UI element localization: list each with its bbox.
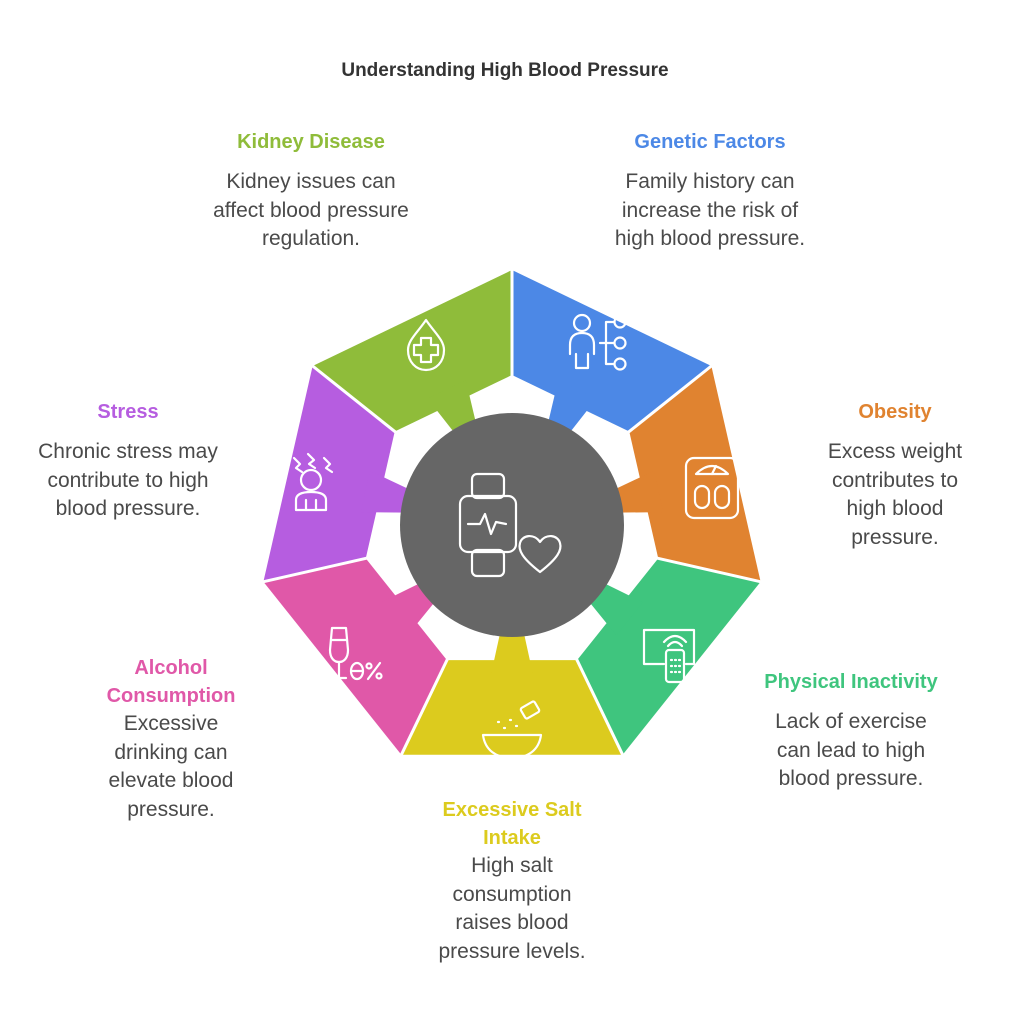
wine-glass-icon [328, 626, 383, 681]
segment-separator [574, 657, 625, 758]
label-kidney-desc: Kidney issues can affect blood pressure … [213, 170, 409, 250]
salt-bowl-icon [481, 700, 543, 760]
segment-stress [263, 366, 395, 582]
label-stress: Stress Chronic stress may contribute to … [28, 398, 228, 524]
connector-kidney [427, 380, 477, 437]
segment-separator [261, 556, 369, 584]
label-inactivity: Physical Inactivity Lack of exercise can… [744, 668, 958, 794]
segment-salt [401, 660, 623, 755]
label-genetic: Genetic Factors Family history can incre… [590, 128, 830, 254]
stressed-person-icon [292, 452, 334, 512]
label-inactivity-name: Physical Inactivity [764, 671, 938, 693]
segment-separator [655, 556, 763, 584]
tv-remote-icon [642, 628, 696, 684]
smartwatch-heart-icon [458, 472, 562, 578]
connector-inactivity [586, 580, 643, 636]
weight-scale-icon [684, 456, 740, 520]
label-alcohol-name: Alcohol Consumption [106, 657, 236, 707]
label-genetic-name: Genetic Factors [634, 131, 786, 153]
label-obesity: Obesity Excess weight contributes to hig… [800, 398, 990, 552]
label-stress-desc: Chronic stress may contribute to high bl… [38, 440, 218, 520]
label-genetic-desc: Family history can increase the risk of … [614, 170, 806, 250]
label-obesity-desc: Excess weight contributes to high blood … [827, 440, 963, 549]
label-inactivity-desc: Lack of exercise can lead to high blood … [775, 710, 927, 790]
connector-genetic [547, 380, 597, 437]
label-stress-name: Stress [97, 401, 159, 423]
label-salt-desc: High salt consumption raises blood press… [438, 854, 586, 963]
label-alcohol-desc: Excessive drinking can elevate blood pre… [108, 712, 234, 821]
label-salt: Excessive Salt Intake High salt consumpt… [412, 796, 612, 966]
connector-alcohol [381, 580, 438, 636]
segment-separator [310, 363, 398, 434]
medical-drop-icon [406, 318, 446, 372]
connector-stress [360, 470, 414, 513]
connector-salt [490, 628, 534, 676]
label-alcohol: Alcohol Consumption Excessive drinking c… [84, 654, 258, 824]
diagram-title: Understanding High Blood Pressure [341, 60, 669, 81]
connector-obesity [610, 470, 664, 513]
label-kidney: Kidney Disease Kidney issues can affect … [196, 128, 426, 254]
family-tree-icon [568, 313, 627, 371]
label-salt-name: Excessive Salt Intake [442, 799, 582, 849]
center-circle [400, 413, 624, 637]
label-kidney-name: Kidney Disease [237, 131, 385, 153]
segment-separator [626, 363, 714, 434]
label-obesity-name: Obesity [858, 401, 932, 423]
segment-separator [399, 657, 450, 758]
